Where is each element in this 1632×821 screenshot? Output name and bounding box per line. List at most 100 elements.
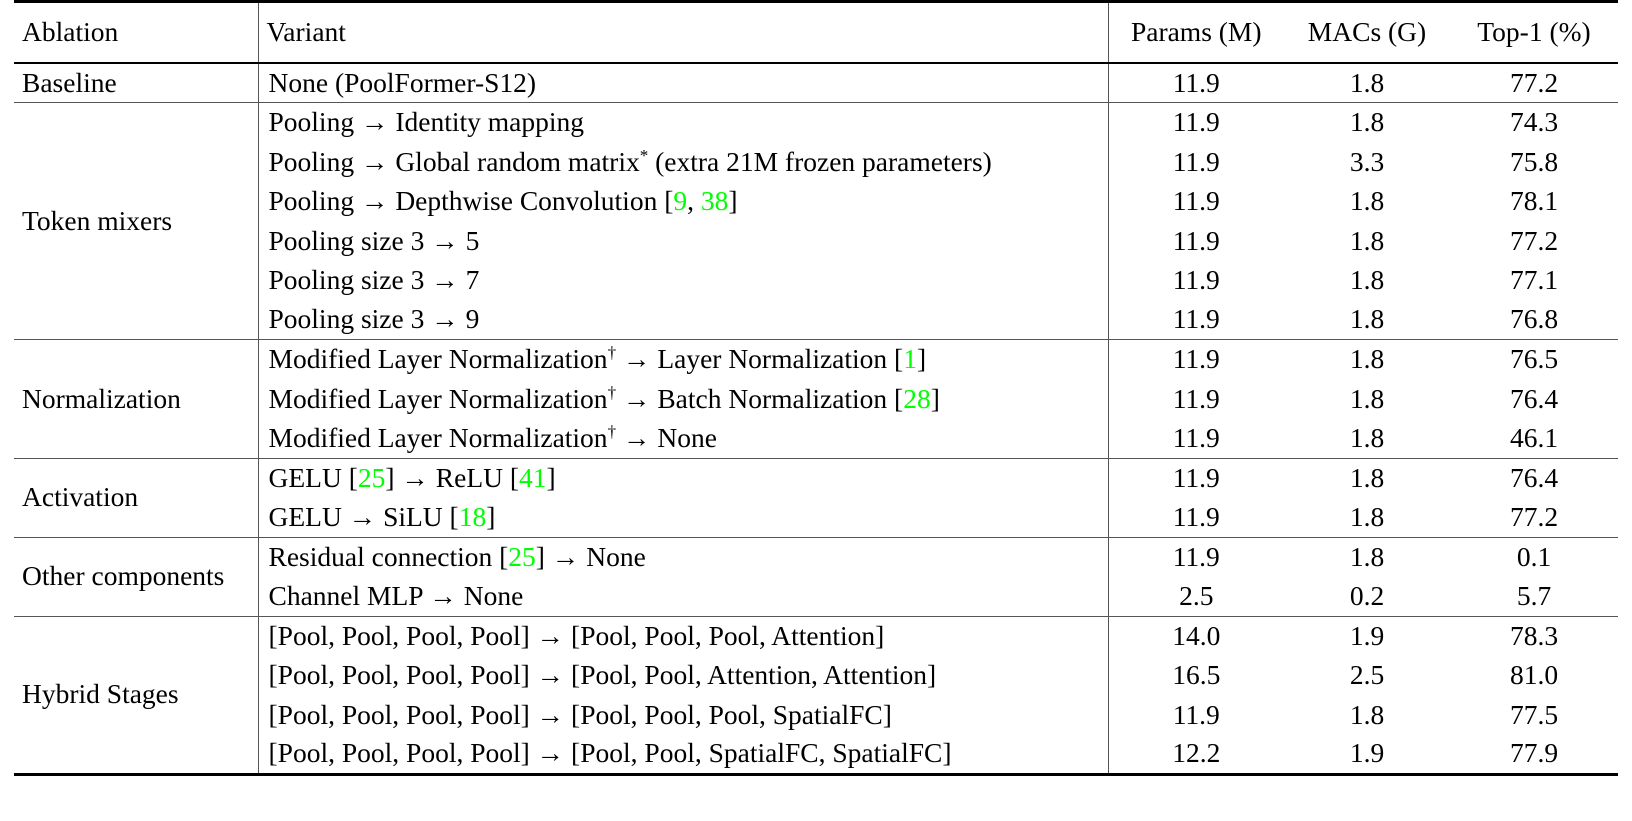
top1-value: 81.0 [1450, 655, 1618, 695]
rule-segment [14, 772, 258, 777]
params-value: 11.9 [1108, 260, 1284, 300]
table-row: Modified Layer Normalization† → Batch No… [14, 379, 1618, 419]
column-header-ablation: Ablation [14, 0, 258, 63]
top1-value: 76.4 [1450, 379, 1618, 419]
macs-value: 0.2 [1284, 576, 1450, 616]
params-value: 11.9 [1108, 181, 1284, 221]
column-header-params: Params (M) [1108, 0, 1284, 63]
top1-value: 76.4 [1450, 457, 1618, 498]
citation-number: 41 [519, 461, 547, 493]
ablation-group-label: Other components [14, 536, 258, 616]
params-value: 11.9 [1108, 497, 1284, 537]
variant-cell: [Pool, Pool, Pool, Pool] → [Pool, Pool, … [257, 734, 1109, 774]
macs-value: 3.3 [1284, 142, 1450, 182]
macs-value: 1.9 [1284, 615, 1450, 656]
top1-value: 46.1 [1450, 418, 1618, 458]
top1-value: 78.1 [1450, 181, 1618, 221]
citation-number: 25 [357, 461, 386, 493]
top1-value: 74.3 [1450, 102, 1618, 142]
rule-segment [1284, 772, 1450, 777]
table-row: [Pool, Pool, Pool, Pool] → [Pool, Pool, … [14, 734, 1618, 774]
params-value: 11.9 [1108, 418, 1284, 458]
params-value: 11.9 [1108, 339, 1284, 379]
rule-segment [1450, 772, 1618, 777]
column-header-top1: Top-1 (%) [1450, 0, 1618, 63]
macs-value: 1.8 [1284, 181, 1450, 221]
column-header-macs: MACs (G) [1284, 0, 1450, 63]
macs-value: 1.8 [1284, 221, 1450, 261]
citation-number: 18 [458, 500, 487, 532]
params-value: 11.9 [1108, 221, 1284, 261]
top1-value: 76.8 [1450, 300, 1618, 340]
macs-value: 1.8 [1284, 457, 1450, 498]
top1-value: 77.2 [1450, 62, 1618, 103]
params-value: 12.2 [1108, 734, 1284, 774]
params-value: 11.9 [1108, 536, 1284, 577]
citation-number: 38 [700, 185, 729, 216]
ablation-group-label: Normalization [14, 339, 258, 458]
top1-value: 76.5 [1450, 339, 1618, 379]
variant-cell: GELU [25] → ReLU [41] [257, 457, 1109, 498]
top1-value: 77.9 [1450, 734, 1618, 774]
macs-value: 1.8 [1284, 536, 1450, 577]
variant-cell: Pooling size 3 → 7 [257, 260, 1109, 300]
params-value: 11.9 [1108, 379, 1284, 419]
variant-cell: Pooling → Global random matrix* (extra 2… [257, 142, 1109, 182]
header-row: Ablation Variant Params (M) MACs (G) Top… [14, 0, 1618, 63]
citation-number: 28 [903, 382, 931, 414]
variant-cell: Modified Layer Normalization† → Batch No… [257, 379, 1109, 419]
rule-segment [1108, 772, 1284, 777]
table-row: Pooling → Depthwise Convolution [9, 38]1… [14, 181, 1618, 221]
rule-segment [258, 772, 1108, 777]
variant-cell: GELU → SiLU [18] [257, 497, 1109, 537]
table-row: [Pool, Pool, Pool, Pool] → [Pool, Pool, … [14, 695, 1618, 735]
params-value: 11.9 [1108, 695, 1284, 735]
asterisk-marker: * [639, 145, 649, 165]
params-value: 2.5 [1108, 576, 1284, 616]
ablation-group-label: Activation [14, 457, 258, 537]
variant-cell: [Pool, Pool, Pool, Pool] → [Pool, Pool, … [257, 695, 1109, 735]
table-header: Ablation Variant Params (M) MACs (G) Top… [14, 0, 1618, 63]
macs-value: 1.8 [1284, 260, 1450, 300]
macs-value: 1.8 [1284, 102, 1450, 142]
ablation-group-label: Baseline [14, 62, 258, 103]
macs-value: 1.8 [1284, 418, 1450, 458]
variant-cell: Modified Layer Normalization† → Layer No… [257, 339, 1109, 379]
top1-value: 77.2 [1450, 221, 1618, 261]
variant-cell: None (PoolFormer-S12) [257, 62, 1109, 103]
variant-cell: Channel MLP → None [257, 576, 1109, 616]
params-value: 11.9 [1108, 62, 1284, 103]
table-row: Hybrid Stages[Pool, Pool, Pool, Pool] → … [14, 615, 1618, 774]
params-value: 11.9 [1108, 457, 1284, 498]
column-header-variant: Variant [257, 0, 1109, 63]
variant-cell: Pooling size 3 → 5 [257, 221, 1109, 261]
table-row: Pooling → Global random matrix* (extra 2… [14, 142, 1618, 182]
dagger-marker: † [607, 343, 617, 363]
macs-value: 1.8 [1284, 695, 1450, 735]
macs-value: 1.8 [1284, 62, 1450, 103]
params-value: 11.9 [1108, 102, 1284, 142]
ablation-group-label: Token mixers [14, 102, 258, 340]
variant-cell: Pooling size 3 → 9 [257, 300, 1109, 340]
macs-value: 1.8 [1284, 339, 1450, 379]
params-value: 11.9 [1108, 142, 1284, 182]
variant-cell: Pooling → Depthwise Convolution [9, 38] [257, 181, 1109, 221]
params-value: 11.9 [1108, 300, 1284, 340]
top1-value: 0.1 [1450, 536, 1618, 577]
variant-cell: Modified Layer Normalization† → None [257, 418, 1109, 458]
top1-value: 5.7 [1450, 576, 1618, 616]
variant-cell: [Pool, Pool, Pool, Pool] → [Pool, Pool, … [257, 615, 1109, 656]
citation-number: 1 [903, 343, 917, 375]
params-value: 16.5 [1108, 655, 1284, 695]
top1-value: 78.3 [1450, 615, 1618, 656]
